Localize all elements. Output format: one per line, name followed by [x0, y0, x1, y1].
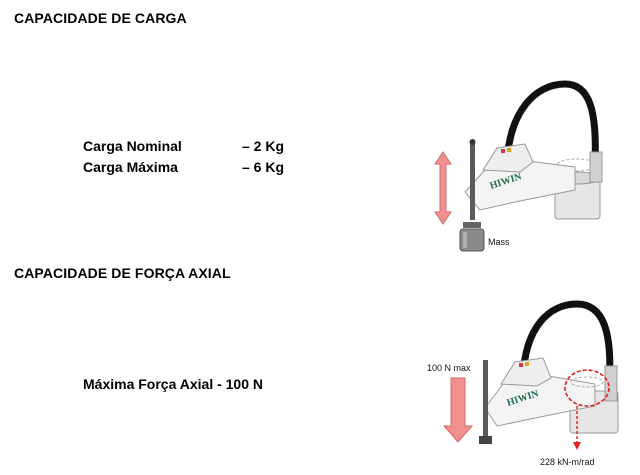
section-heading-carga: CAPACIDADE DE CARGA	[14, 10, 187, 26]
spec-label-carga-nominal: Carga Nominal	[83, 138, 182, 154]
spec-value-carga-maxima: – 6 Kg	[242, 159, 285, 175]
torque-callout: 228 kN-m/rad	[540, 457, 595, 467]
scara-robot-mass-figure: HIWIN	[434, 80, 603, 252]
down-arrow-icon	[442, 377, 474, 443]
spec-value-carga-nominal: – 2 Kg	[242, 138, 285, 154]
mass-callout: Mass	[488, 237, 510, 247]
spec-label-carga-maxima: Carga Máxima	[83, 159, 178, 175]
vertical-arrow-icon	[434, 151, 452, 225]
section-heading-forca-axial: CAPACIDADE DE FORÇA AXIAL	[14, 265, 231, 281]
scara-robot-force-figure: HIWIN	[442, 300, 619, 450]
spec-forca-axial: Máxima Força Axial - 100 N	[83, 376, 264, 392]
force-max-callout: 100 N max	[427, 363, 471, 373]
